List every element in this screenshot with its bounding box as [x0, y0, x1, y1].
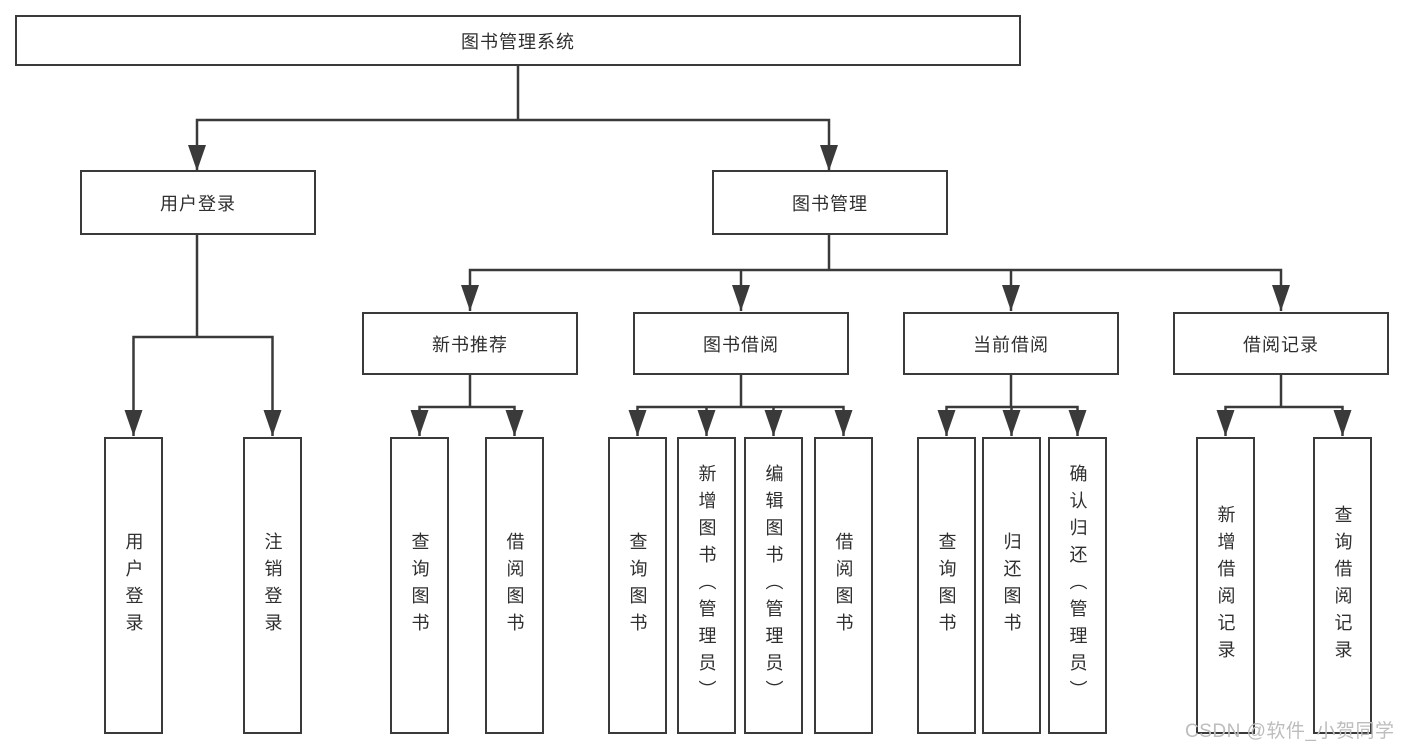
- node-label: 借阅图书: [504, 531, 525, 640]
- node-root: 图书管理系统: [15, 15, 1021, 66]
- arrowhead: [764, 410, 783, 436]
- watermark-text: CSDN @软件_小贺同学: [1185, 721, 1395, 742]
- arrowhead: [124, 410, 143, 436]
- arrowhead: [1272, 285, 1290, 311]
- node-leaf-confirm-return-admin: 确认归还（管理员）: [1048, 437, 1107, 734]
- node-leaf-logout: 注销登录: [243, 437, 302, 734]
- node-label: 新增借阅记录: [1215, 504, 1236, 667]
- node-leaf-borrow-book-2: 借阅图书: [814, 437, 873, 734]
- arrowhead: [834, 410, 853, 436]
- node-leaf-query-book-3: 查询图书: [917, 437, 976, 734]
- node-leaf-add-book-admin: 新增图书（管理员）: [677, 437, 736, 734]
- node-leaf-user-login: 用户登录: [104, 437, 163, 734]
- arrowhead: [1002, 285, 1020, 311]
- node-label: 编辑图书（管理员）: [763, 464, 784, 707]
- arrowhead: [628, 410, 647, 436]
- node-leaf-edit-book-admin: 编辑图书（管理员）: [744, 437, 803, 734]
- node-new-book-recommend: 新书推荐: [362, 312, 578, 375]
- node-label: 查询借阅记录: [1332, 504, 1353, 667]
- node-label: 借阅图书: [833, 531, 854, 640]
- node-leaf-query-book-2: 查询图书: [608, 437, 667, 734]
- arrowhead: [697, 410, 716, 436]
- arrowhead: [1002, 410, 1021, 436]
- node-leaf-borrow-book-1: 借阅图书: [485, 437, 544, 734]
- node-label: 查询图书: [627, 531, 648, 640]
- arrowhead: [1333, 410, 1352, 436]
- arrowhead: [1068, 410, 1087, 436]
- node-label: 新增图书（管理员）: [696, 464, 717, 707]
- arrowheads: [124, 145, 1352, 436]
- arrowhead: [188, 145, 206, 171]
- arrowhead: [461, 285, 479, 311]
- node-label: 查询图书: [409, 531, 430, 640]
- node-label: 归还图书: [1001, 531, 1022, 640]
- node-user-login: 用户登录: [80, 170, 316, 235]
- arrowhead: [732, 285, 750, 311]
- node-label: 注销登录: [262, 531, 283, 640]
- node-current-borrow: 当前借阅: [903, 312, 1119, 375]
- arrowhead: [410, 410, 429, 436]
- arrowhead: [820, 145, 838, 171]
- connector-path: [132, 66, 1344, 436]
- node-label: 用户登录: [123, 531, 144, 640]
- arrowhead: [505, 410, 524, 436]
- node-leaf-query-borrow-record: 查询借阅记录: [1313, 437, 1372, 734]
- node-book-borrow: 图书借阅: [633, 312, 849, 375]
- node-label: 查询图书: [936, 531, 957, 640]
- arrowhead: [937, 410, 956, 436]
- node-leaf-add-borrow-record: 新增借阅记录: [1196, 437, 1255, 734]
- node-leaf-query-book-1: 查询图书: [390, 437, 449, 734]
- node-leaf-return-book: 归还图书: [982, 437, 1041, 734]
- arrowhead: [263, 410, 282, 436]
- arrowhead: [1216, 410, 1235, 436]
- node-borrow-record: 借阅记录: [1173, 312, 1389, 375]
- node-book-management: 图书管理: [712, 170, 948, 235]
- node-label: 确认归还（管理员）: [1067, 464, 1088, 707]
